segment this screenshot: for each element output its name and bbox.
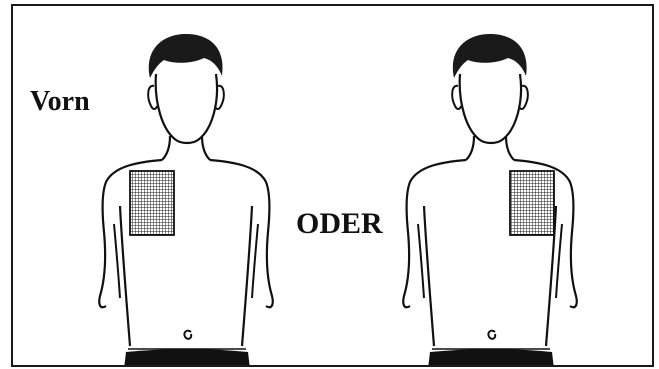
right-navel <box>488 331 495 339</box>
right-electrode-pad <box>510 171 554 235</box>
right-waistband <box>428 349 554 367</box>
left-electrode-pad <box>130 171 174 235</box>
left-figure <box>78 6 298 367</box>
left-hair <box>149 34 223 78</box>
right-torso-illustration <box>382 6 602 367</box>
right-hair <box>453 34 527 78</box>
right-face <box>460 74 521 143</box>
or-label: ODER <box>296 209 383 239</box>
left-torso-illustration <box>78 6 298 367</box>
left-waistband <box>124 349 250 367</box>
diagram-frame: Vorn ODER <box>11 4 654 367</box>
left-face <box>156 74 217 143</box>
right-shoulder-arm <box>403 160 466 307</box>
right-figure <box>382 6 602 367</box>
left-navel <box>184 331 191 339</box>
